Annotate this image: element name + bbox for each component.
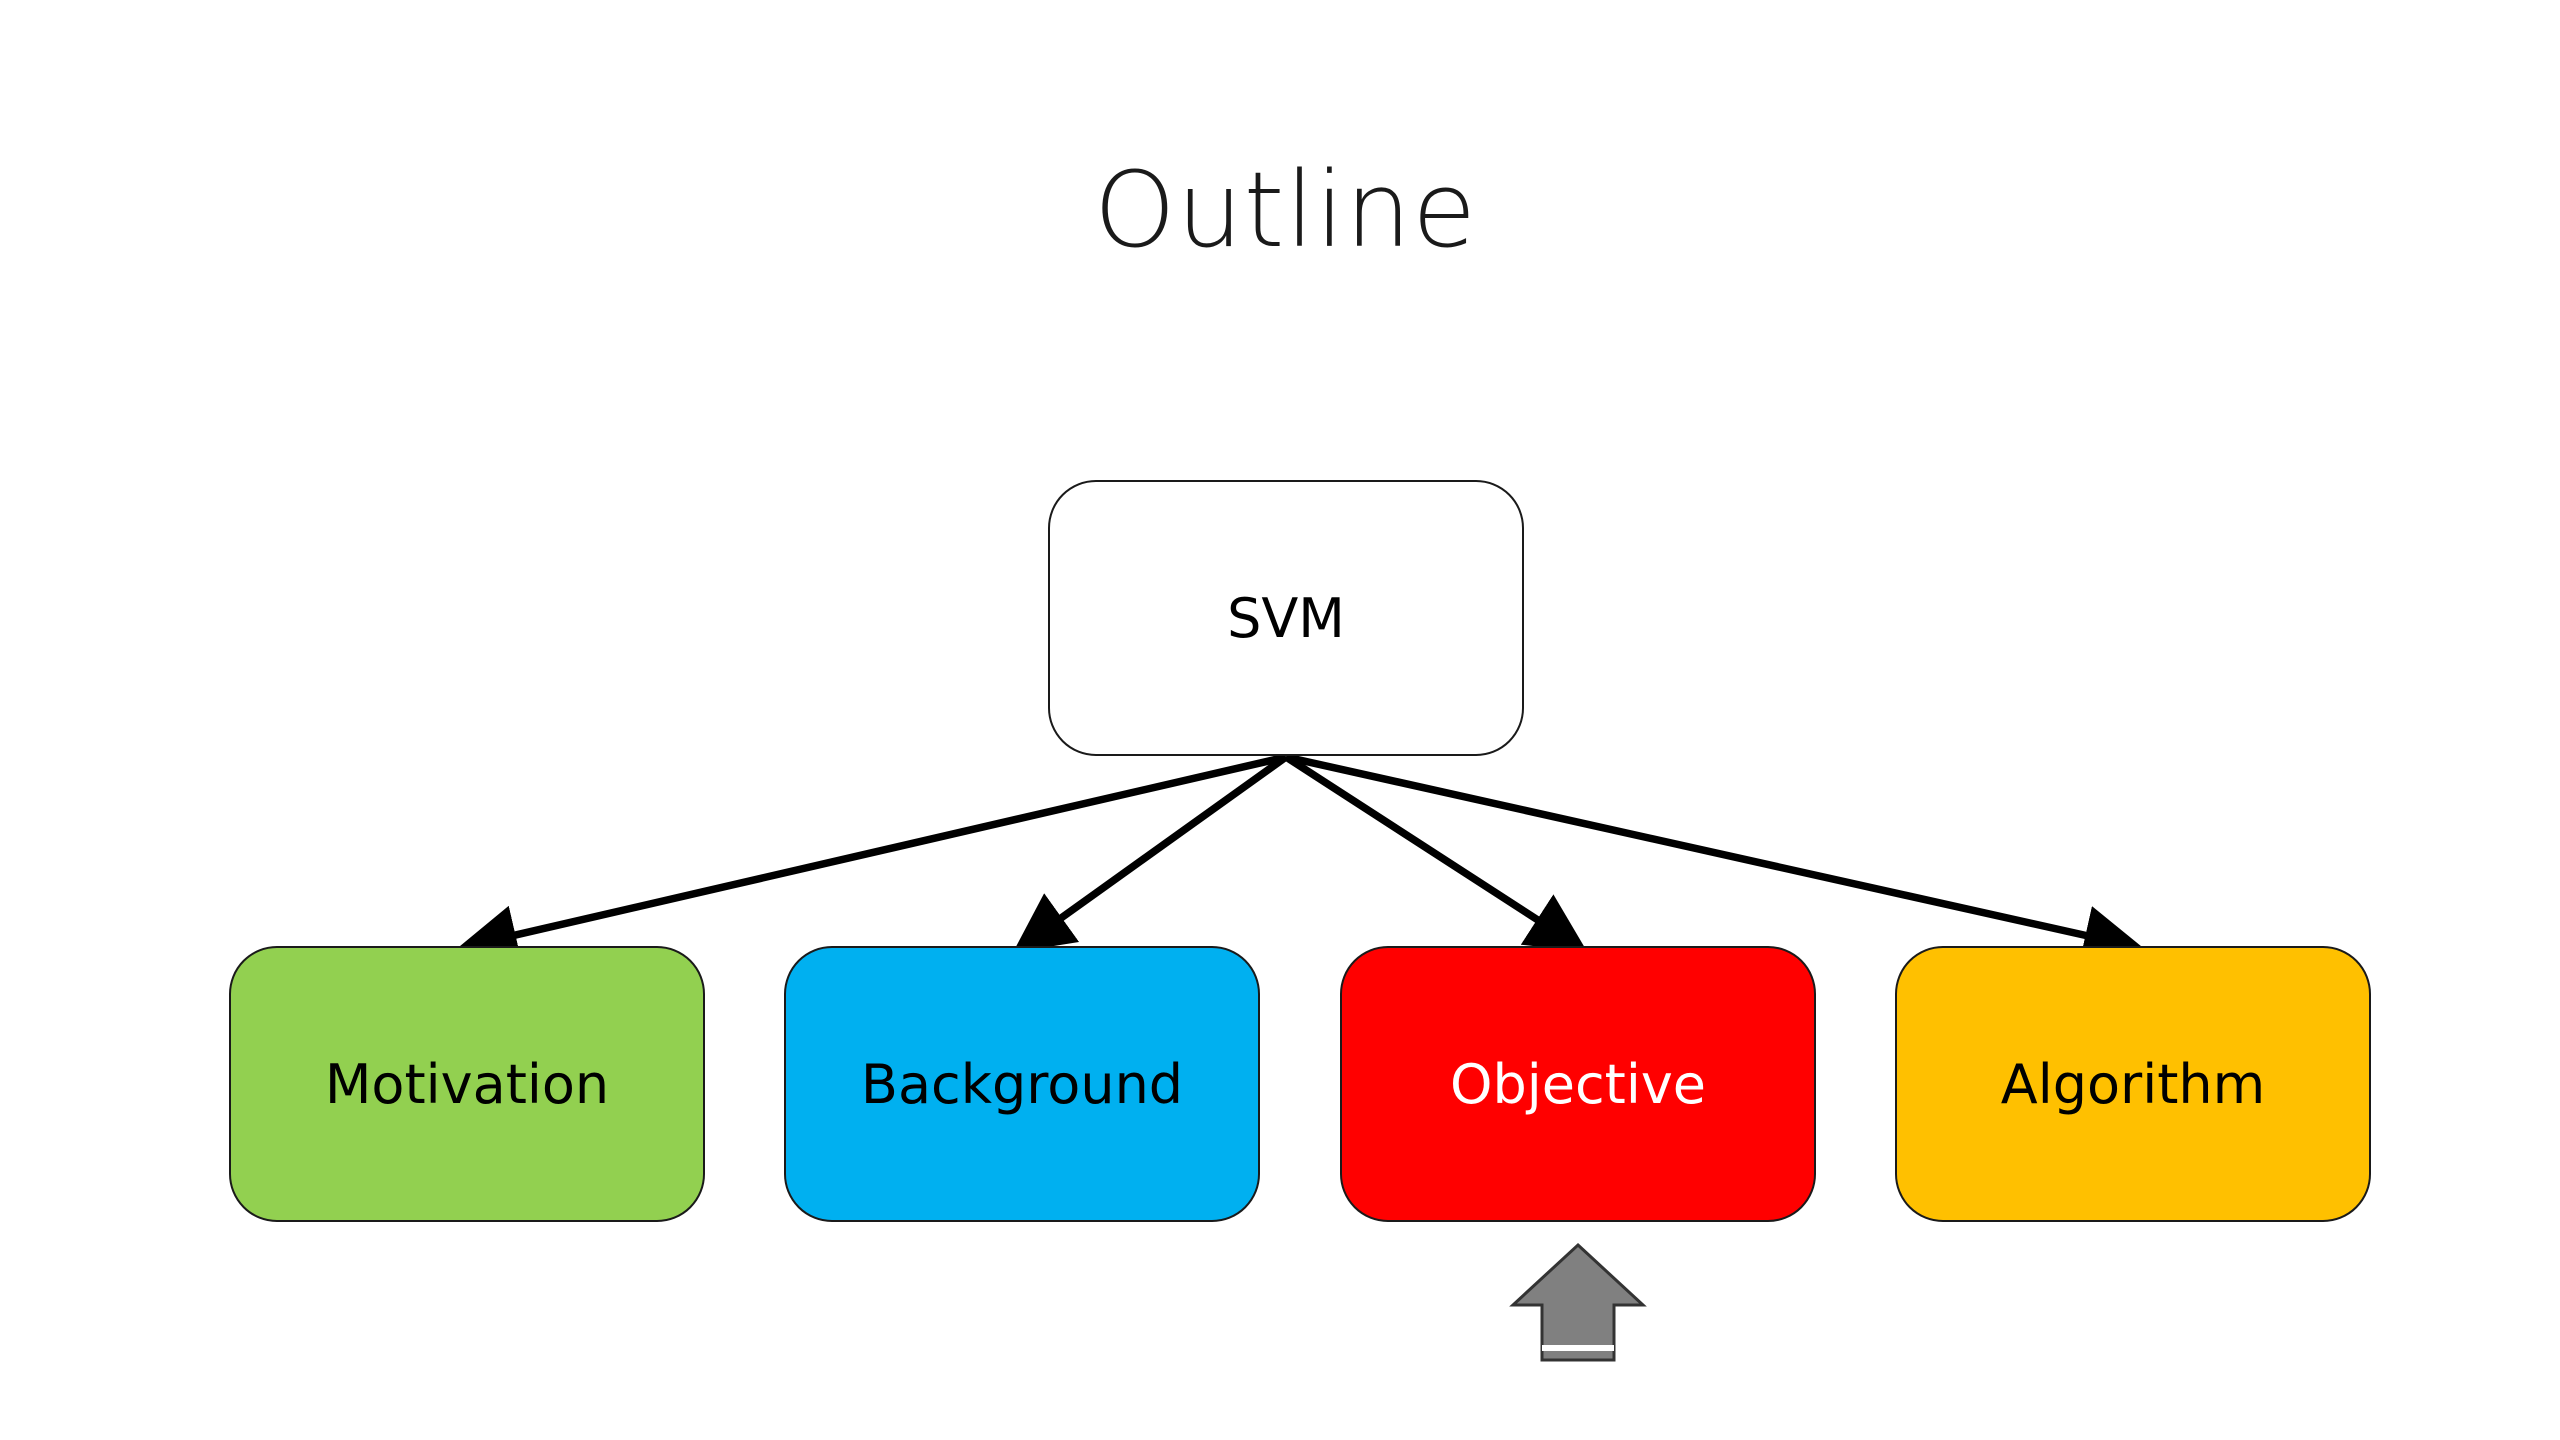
node-objective: Objective [1340,946,1816,1222]
node-svm-label: SVM [1227,586,1345,650]
connector-motivation [457,753,1287,965]
node-objective-label: Objective [1449,1052,1707,1116]
node-background-label: Background [860,1052,1184,1116]
up-arrow-base-stripe [1542,1345,1614,1351]
up-arrow-icon [1509,1242,1647,1362]
node-svm: SVM [1048,480,1524,756]
connector-objective [1283,753,1588,953]
slide-title: Outline [1093,149,1478,271]
current-section-up-arrow-icon [1509,1242,1647,1362]
connector-algorithm [1285,753,2144,965]
node-motivation-label: Motivation [324,1052,610,1116]
node-background: Background [784,946,1260,1222]
connector-background [1012,753,1289,953]
node-algorithm-label: Algorithm [2000,1052,2266,1116]
node-motivation: Motivation [229,946,705,1222]
node-algorithm: Algorithm [1895,946,2371,1222]
